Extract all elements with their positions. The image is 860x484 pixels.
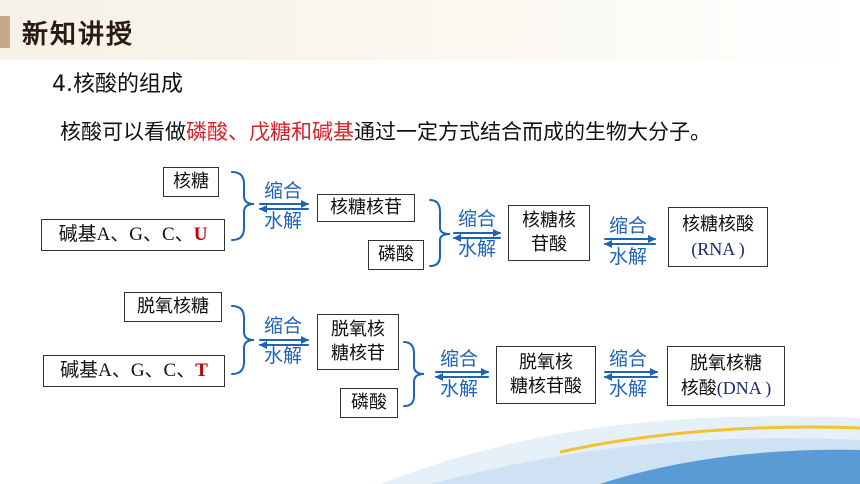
rna-step2-condense-label: 缩合 [457,208,496,230]
dna-step2-condense-label: 缩合 [439,348,478,370]
intro-suffix: 通过一定方式结合而成的生物大分子。 [354,120,711,144]
header-bar [0,0,860,60]
rna-phosphate-box: 磷酸 [368,240,424,270]
dna-step2-hydrolyze-label: 水解 [439,378,478,400]
intro-sentence: 核酸可以看做磷酸、戊糖和碱基通过一定方式结合而成的生物大分子。 [60,116,711,146]
rna-base-label: 碱基A、G、C、 [58,224,194,245]
dna-base-special: T [195,360,208,381]
rna-nucleotide-box: 核糖核苷酸 [508,205,590,261]
rna-base-box: 碱基A、G、C、U [41,219,225,251]
dna-acid-box: 脱氧核糖核酸(DNA ) [667,346,785,406]
rna-brace-2 [429,199,451,267]
rna-brace-1 [231,171,255,241]
dna-brace-2 [403,341,425,407]
rna-step2-hydrolyze-label: 水解 [457,238,496,260]
dna-step1-condense-label: 缩合 [263,315,302,337]
intro-highlight: 磷酸、戊糖和碱基 [186,120,354,144]
header-title: 新知讲授 [22,20,135,50]
header-accent-bar [0,16,10,48]
dna-step3-condense-label: 缩合 [608,348,647,370]
rna-nucleoside-box: 核糖核苷 [317,194,415,222]
dna-brace-1 [231,305,255,375]
rna-step1-condense-label: 缩合 [263,180,302,202]
rna-acid-box: 核糖核酸(RNA ) [668,207,768,267]
rna-step3-hydrolyze-label: 水解 [608,246,647,268]
dna-base-label: 碱基A、G、C、 [60,360,196,381]
dna-phosphate-box: 磷酸 [340,388,398,418]
rna-step1-hydrolyze-label: 水解 [263,210,302,232]
intro-prefix: 核酸可以看做 [60,120,186,144]
dna-step3-hydrolyze-label: 水解 [608,378,647,400]
dna-step1-hydrolyze-label: 水解 [263,345,302,367]
rna-step3-condense-label: 缩合 [608,215,647,237]
rna-base-special: U [193,224,208,245]
section-title: 4.核酸的组成 [52,72,183,97]
rna-sugar-box: 核糖 [163,167,219,197]
dna-nucleotide-box: 脱氧核糖核苷酸 [496,346,596,404]
dna-sugar-box: 脱氧核糖 [124,292,222,322]
dna-nucleoside-box: 脱氧核糖核苷 [317,314,399,370]
dna-base-box: 碱基A、G、C、T [43,355,225,387]
